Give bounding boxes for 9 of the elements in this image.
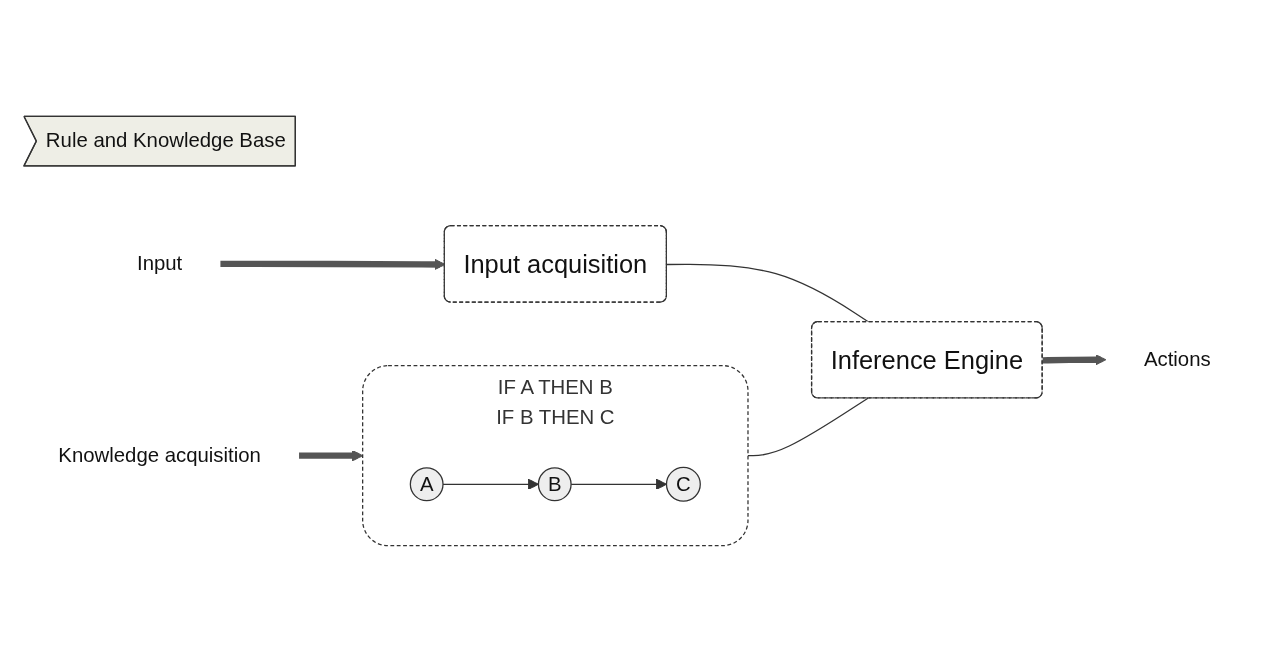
node-text: Input: [136, 252, 183, 275]
node-circle: A: [409, 467, 444, 502]
node-text: Knowledge acquisition: [58, 444, 261, 466]
node-circle: B: [537, 467, 572, 502]
node-text: Actions: [1143, 348, 1211, 370]
node-circle: C: [665, 466, 701, 502]
arrow: [1042, 354, 1107, 366]
connector: [666, 263, 870, 323]
connector: [747, 397, 869, 457]
